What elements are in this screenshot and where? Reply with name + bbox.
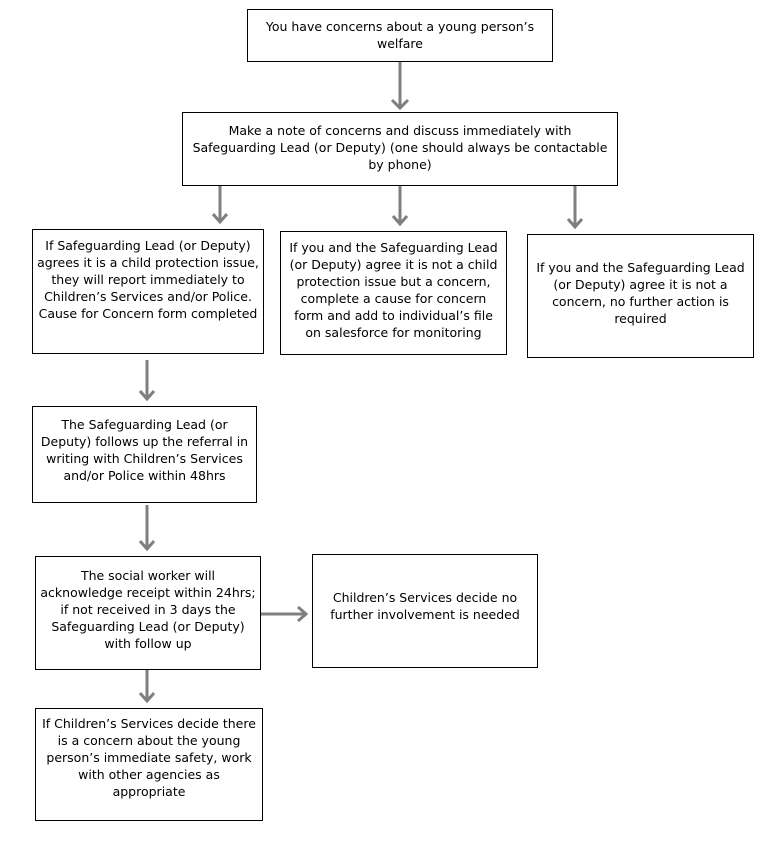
no-concern-box: If you and the Safeguarding Lead (or Dep…: [527, 234, 754, 358]
concern-text: If you and the Safeguarding Lead (or Dep…: [289, 240, 498, 340]
no-further-involvement-box: Children’s Services decide no further in…: [312, 554, 538, 668]
immediate-safety-box: If Children’s Services decide there is a…: [35, 708, 263, 821]
arrow-social-worker-to-no-involvement: [261, 605, 309, 623]
child-protection-text: If Safeguarding Lead (or Deputy) agrees …: [37, 238, 259, 321]
start-text: You have concerns about a young person’s…: [265, 19, 535, 51]
arrow-start-head: [390, 98, 410, 111]
arrow-note-to-child-protection: [211, 186, 229, 225]
arrow-note-to-no-concern: [566, 186, 584, 230]
note-concerns-text: Make a note of concerns and discuss imme…: [192, 123, 608, 172]
social-worker-text: The social worker will acknowledge recei…: [40, 568, 256, 651]
social-worker-box: The social worker will acknowledge recei…: [35, 556, 261, 670]
follow-up-referral-text: The Safeguarding Lead (or Deputy) follow…: [40, 417, 249, 483]
immediate-safety-text: If Children’s Services decide there is a…: [42, 716, 256, 799]
arrow-child-protection-to-follow-up: [138, 360, 156, 402]
concern-box: If you and the Safeguarding Lead (or Dep…: [280, 231, 507, 355]
start-box: You have concerns about a young person’s…: [247, 9, 553, 62]
follow-up-referral-box: The Safeguarding Lead (or Deputy) follow…: [32, 406, 257, 503]
no-further-involvement-text: Children’s Services decide no further in…: [330, 590, 520, 622]
note-concerns-box: Make a note of concerns and discuss imme…: [182, 112, 618, 186]
child-protection-box: If Safeguarding Lead (or Deputy) agrees …: [32, 229, 264, 354]
arrow-social-worker-to-immediate-safety: [138, 670, 156, 704]
arrow-follow-up-to-social-worker: [138, 505, 156, 552]
arrow-note-to-concern: [391, 186, 409, 227]
no-concern-text: If you and the Safeguarding Lead (or Dep…: [536, 260, 745, 326]
